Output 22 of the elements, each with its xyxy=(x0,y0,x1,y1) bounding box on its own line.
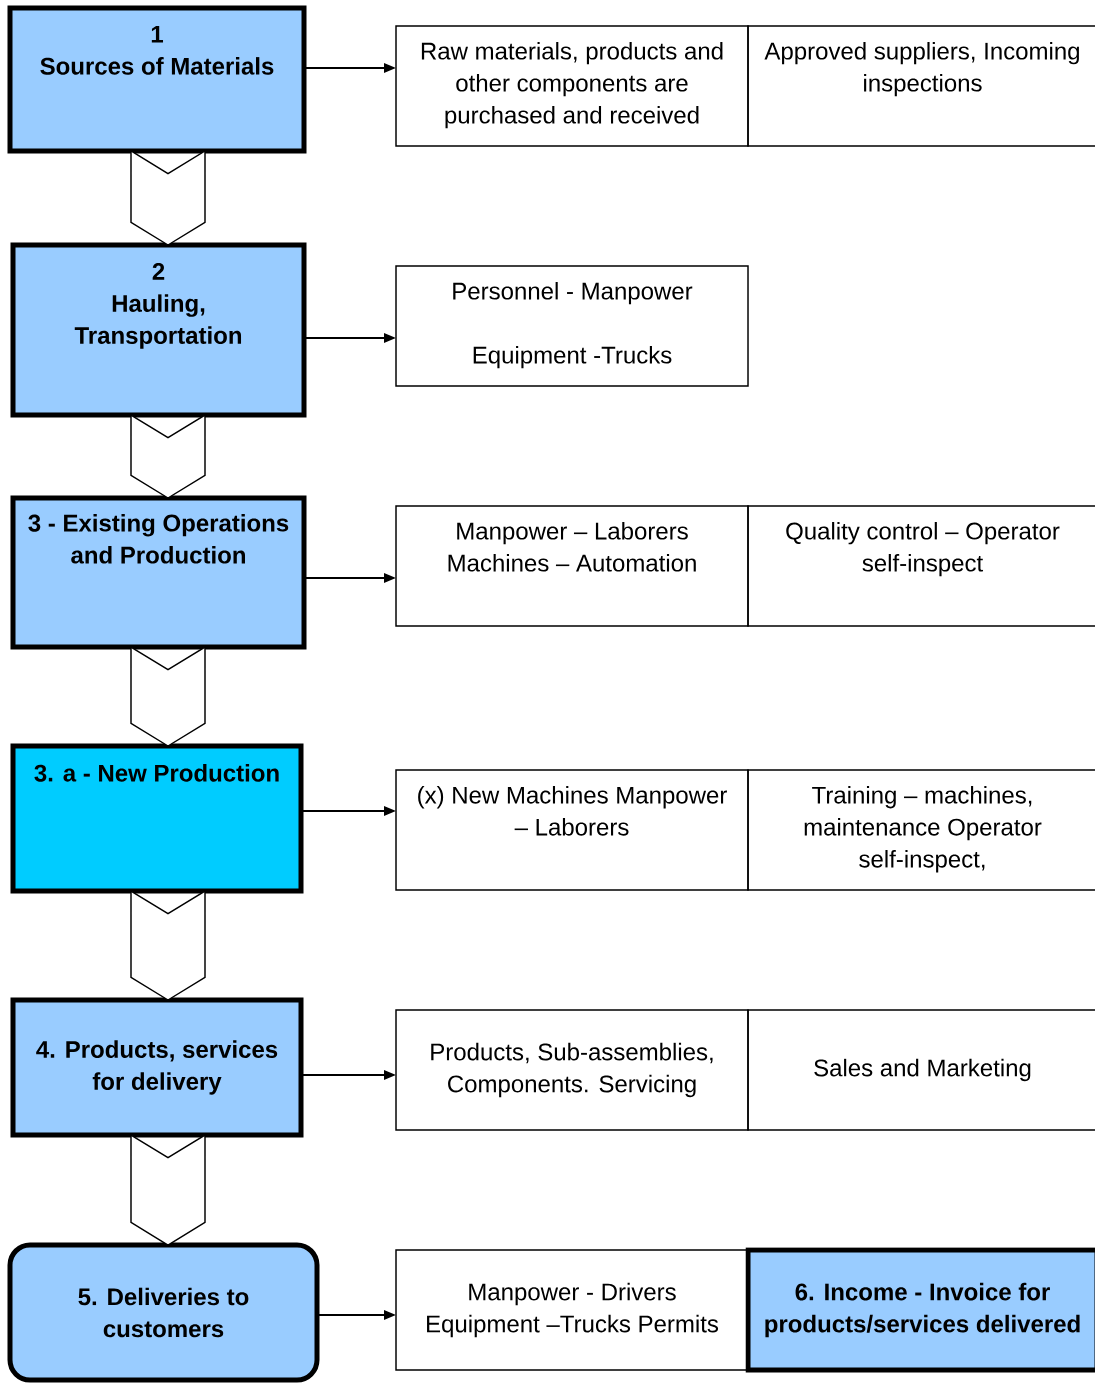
info-cell: Products, Sub-assemblies, Components. Servicing xyxy=(395,1009,749,1131)
process-box: 3 - Existing Operations and Production xyxy=(10,495,307,650)
process-box: 4. Products, services for delivery xyxy=(10,997,304,1138)
info-cell: Manpower – Laborers Machines – Automation xyxy=(395,505,749,627)
process-box: 5. Deliveries to customers xyxy=(7,1242,320,1383)
chevron-arrow xyxy=(130,645,206,747)
chevron-arrow xyxy=(130,1133,206,1246)
info-cell: Quality control – Operator self-inspect xyxy=(747,505,1095,627)
chevron-arrow xyxy=(130,889,206,1001)
chevron-arrow xyxy=(130,149,206,246)
process-box: 3. a - New Production xyxy=(10,743,304,894)
info-cell: Manpower - Drivers Equipment –Trucks Permits xyxy=(395,1249,749,1371)
chevron-arrow xyxy=(130,413,206,499)
info-cell: Approved suppliers, Incoming inspections xyxy=(747,25,1095,147)
result-box: 6. Income - Invoice for products/services delivered xyxy=(745,1247,1095,1373)
info-cell: Training – machines, maintenance Operator self-inspect, xyxy=(747,769,1095,891)
process-box: 1 Sources of Materials xyxy=(7,5,307,154)
info-cell: Raw materials, products and other components are purchased and received xyxy=(395,25,749,147)
info-cell: (x) New Machines Manpower – Laborers xyxy=(395,769,749,891)
process-box: 2 Hauling, Transportation xyxy=(10,242,307,418)
info-cell: Personnel - Manpower Equipment -Trucks xyxy=(395,265,749,387)
info-cell: Sales and Marketing xyxy=(747,1009,1095,1131)
